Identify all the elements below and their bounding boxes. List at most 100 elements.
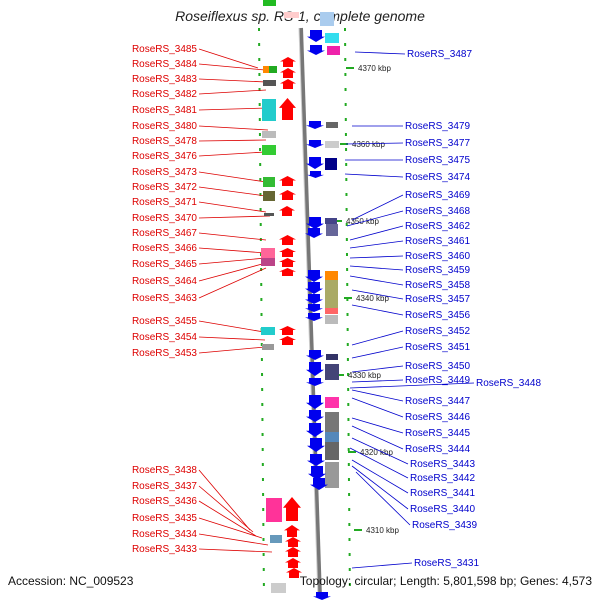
left-gene-label: RoseRS_3437	[132, 481, 197, 492]
feature-block	[325, 33, 339, 43]
feature-block	[326, 122, 338, 128]
right-gene-label: RoseRS_3431	[414, 558, 479, 569]
right-gene-label: RoseRS_3442	[410, 473, 475, 484]
left-gene-leader	[198, 533, 269, 546]
left-gene-label: RoseRS_3471	[132, 197, 197, 208]
left-gene-label: RoseRS_3470	[132, 213, 197, 224]
right-gene-label: RoseRS_3474	[405, 172, 470, 183]
right-gene-label: RoseRS_3475	[405, 155, 470, 166]
left-gene-label: RoseRS_3438	[132, 465, 197, 476]
feature-block	[261, 327, 275, 335]
right-gene-leader	[351, 304, 404, 316]
left-gene-label: RoseRS_3434	[132, 529, 197, 540]
feature-block	[270, 535, 282, 543]
right-gene-label: RoseRS_3469	[405, 190, 470, 201]
feature-block	[327, 46, 340, 55]
feature-block	[325, 141, 339, 148]
right-gene-leader	[351, 465, 409, 510]
reverse-gene-arrow	[306, 395, 324, 409]
right-gene-leader	[351, 389, 404, 402]
reverse-gene-arrow	[306, 423, 324, 437]
feature-block	[325, 218, 337, 224]
feature-block	[325, 462, 339, 488]
left-gene-leader	[198, 267, 267, 299]
right-gene-label: RoseRS_3468	[405, 206, 470, 217]
forward-gene-arrow	[283, 497, 301, 521]
right-gene-label: RoseRS_3444	[405, 444, 470, 455]
forward-gene-arrow	[279, 235, 296, 245]
feature-block	[261, 258, 275, 266]
right-gene-leader	[349, 225, 404, 241]
right-gene-label: RoseRS_3446	[405, 412, 470, 423]
right-gene-leader	[351, 194, 404, 221]
forward-gene-arrow	[280, 57, 296, 67]
right-gene-leader	[349, 265, 404, 271]
right-gene-leader	[351, 425, 404, 450]
feature-block	[271, 583, 286, 593]
right-gene-leader	[344, 173, 404, 178]
forward-gene-arrow	[284, 525, 300, 537]
forward-gene-arrow	[279, 176, 296, 186]
right-gene-label: RoseRS_3457	[405, 294, 470, 305]
left-gene-leader	[198, 63, 266, 71]
reverse-gene-arrow	[305, 304, 323, 312]
right-gene-label: RoseRS_3477	[405, 138, 470, 149]
topology-stats-text: Topology: circular; Length: 5,801,598 bp…	[299, 574, 592, 588]
left-gene-leader	[198, 89, 267, 95]
right-gene-label: RoseRS_3449	[405, 375, 470, 386]
left-gene-leader	[198, 517, 263, 539]
left-gene-label: RoseRS_3466	[132, 243, 197, 254]
forward-gene-arrow	[280, 79, 296, 89]
left-gene-label: RoseRS_3481	[132, 105, 197, 116]
reverse-gene-arrow	[306, 217, 324, 229]
left-gene-leader	[198, 262, 267, 282]
left-gene-label: RoseRS_3453	[132, 348, 197, 359]
feature-block	[261, 248, 275, 258]
left-gene-label: RoseRS_3467	[132, 228, 197, 239]
left-gene-label: RoseRS_3435	[132, 513, 197, 524]
forward-gene-arrow	[280, 68, 296, 78]
right-gene-label: RoseRS_3450	[405, 361, 470, 372]
left-gene-leader	[198, 171, 267, 183]
forward-gene-arrow	[279, 206, 295, 216]
accession-text: Accession: NC_009523	[8, 574, 134, 588]
forward-gene-arrow	[279, 98, 296, 120]
right-gene-label: RoseRS_3487	[407, 49, 472, 60]
feature-block	[325, 158, 337, 170]
reverse-gene-arrow	[307, 438, 325, 452]
right-gene-leader	[351, 459, 409, 494]
right-track-line	[344, 27, 351, 599]
feature-block	[325, 280, 338, 308]
right-gene-label: RoseRS_3451	[405, 342, 470, 353]
forward-gene-arrow	[279, 258, 296, 267]
forward-gene-arrow	[279, 190, 296, 200]
reverse-gene-arrow	[306, 410, 324, 422]
forward-gene-arrow	[279, 248, 296, 257]
left-gene-label: RoseRS_3465	[132, 259, 197, 270]
left-gene-leader	[198, 336, 266, 341]
kbp-marker-label: 4340 kbp	[356, 294, 389, 303]
feature-block	[325, 442, 339, 460]
left-gene-leader	[198, 320, 265, 333]
reverse-gene-arrow	[313, 592, 331, 600]
right-gene-leader	[351, 417, 404, 434]
right-gene-leader	[349, 447, 409, 479]
reverse-gene-arrow	[305, 282, 323, 294]
feature-block	[325, 412, 339, 432]
reverse-gene-arrow	[306, 121, 324, 129]
kbp-marker-label: 4370 kbp	[358, 64, 391, 73]
forward-gene-arrow	[279, 268, 296, 276]
right-gene-label: RoseRS_3462	[405, 221, 470, 232]
left-gene-leader	[198, 201, 267, 213]
left-gene-leader	[198, 232, 267, 241]
reverse-gene-arrow	[306, 350, 324, 360]
right-gene-leader	[351, 330, 404, 346]
right-gene-leader	[349, 382, 475, 389]
left-gene-leader	[198, 139, 267, 142]
kbp-marker-label: 4310 kbp	[366, 526, 399, 535]
feature-block	[284, 12, 299, 18]
left-gene-label: RoseRS_3455	[132, 316, 197, 327]
kbp-marker-label: 4360 kbp	[352, 140, 385, 149]
feature-block	[262, 99, 276, 121]
right-gene-label: RoseRS_3459	[405, 265, 470, 276]
